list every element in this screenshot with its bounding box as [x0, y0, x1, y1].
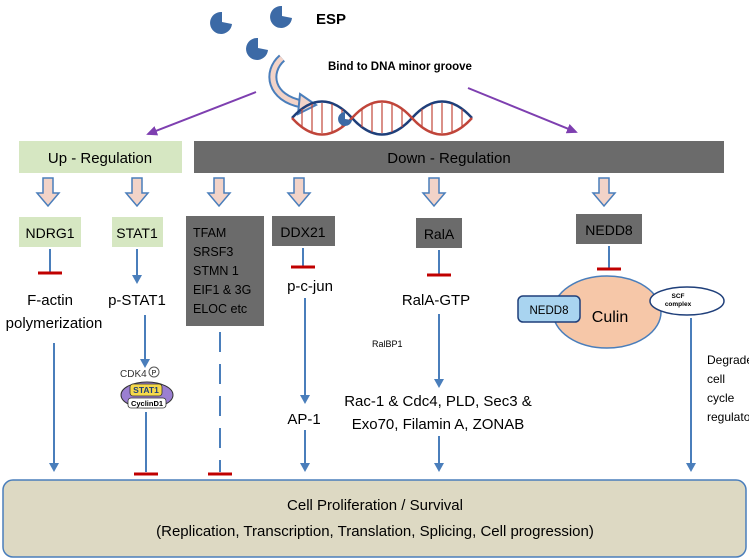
dna-helix-icon: [291, 100, 473, 136]
outcome-subtitle: (Replication, Transcription, Translation…: [156, 523, 594, 540]
ndrg1-effect-line2: polymerization: [6, 315, 103, 332]
rala-downstream-line2: Exo70, Filamin A, ZONAB: [352, 416, 525, 433]
drug-label: ESP: [316, 11, 346, 28]
stat1-label: STAT1: [116, 225, 158, 241]
ndrg1-box: [19, 217, 81, 247]
stat1-effect: p-STAT1: [108, 292, 166, 309]
stat1-core-label: STAT1: [133, 385, 159, 395]
nedd8-tag-label: NEDD8: [530, 305, 569, 317]
gene-group-box: [186, 216, 264, 326]
down-regulation-header: Down - Regulation: [387, 150, 510, 167]
hollow-arrow-icons: [35, 177, 617, 208]
gene-group-item: ELOC etc: [193, 302, 247, 316]
nedd8-effect-line3: cycle: [707, 391, 735, 405]
down-branch-arrow: [467, 87, 578, 134]
ddx21-label: DDX21: [280, 224, 325, 240]
esp-molecule-icon: [210, 5, 292, 60]
down-regulation-header-bg: [194, 141, 724, 173]
nedd8-effect-line4: regulators: [707, 410, 749, 424]
gene-group-item: SRSF3: [193, 245, 233, 259]
rala-downstream-line1: Rac-1 & Cdc4, PLD, Sec3 &: [344, 393, 532, 410]
ndrg1-effect-line1: F-actin: [27, 292, 73, 309]
nedd8-effect-line2: cell: [707, 372, 725, 386]
nedd8-tag-shape: [517, 295, 581, 323]
rala-box: [416, 218, 462, 248]
cdk4-label: CDK4: [120, 369, 147, 380]
scf-label-line2: complex: [665, 301, 692, 308]
up-branch-arrow: [146, 91, 257, 136]
rala-label: RalA: [424, 226, 455, 242]
rala-effect: RalA-GTP: [402, 292, 470, 309]
scf-label-line1: SCF: [672, 293, 685, 300]
phospho-label: P: [152, 370, 157, 377]
ddx21-effect: p-c-jun: [287, 278, 333, 295]
bind-label: Bind to DNA minor groove: [328, 61, 472, 73]
outcome-title: Cell Proliferation / Survival: [287, 497, 463, 514]
scf-complex-shape: [649, 286, 725, 316]
nedd8-label: NEDD8: [585, 222, 633, 238]
gene-group-item: TFAM: [193, 226, 226, 240]
binding-arrow-icon: [268, 54, 318, 116]
stat1-box: [112, 217, 163, 247]
cdk4-stat1-complex-icon: CDK4 P STAT1 CyclinD1: [120, 366, 174, 409]
nedd8-effect-line1: Degrade: [707, 353, 749, 367]
up-regulation-header-bg: [19, 141, 182, 173]
rala-mediator: RalBP1: [372, 339, 403, 349]
nedd8-box: [576, 214, 642, 244]
ddx21-box: [272, 216, 335, 246]
gene-group-item: EIF1 & 3G: [193, 283, 251, 297]
cyclind1-label: CyclinD1: [131, 399, 163, 408]
gene-group-item: STMN 1: [193, 264, 239, 278]
up-regulation-header: Up - Regulation: [48, 150, 152, 167]
ddx21-downstream: AP-1: [287, 411, 320, 428]
outcome-box: [2, 479, 747, 558]
culin-label: Culin: [592, 309, 628, 326]
ndrg1-label: NDRG1: [25, 225, 74, 241]
